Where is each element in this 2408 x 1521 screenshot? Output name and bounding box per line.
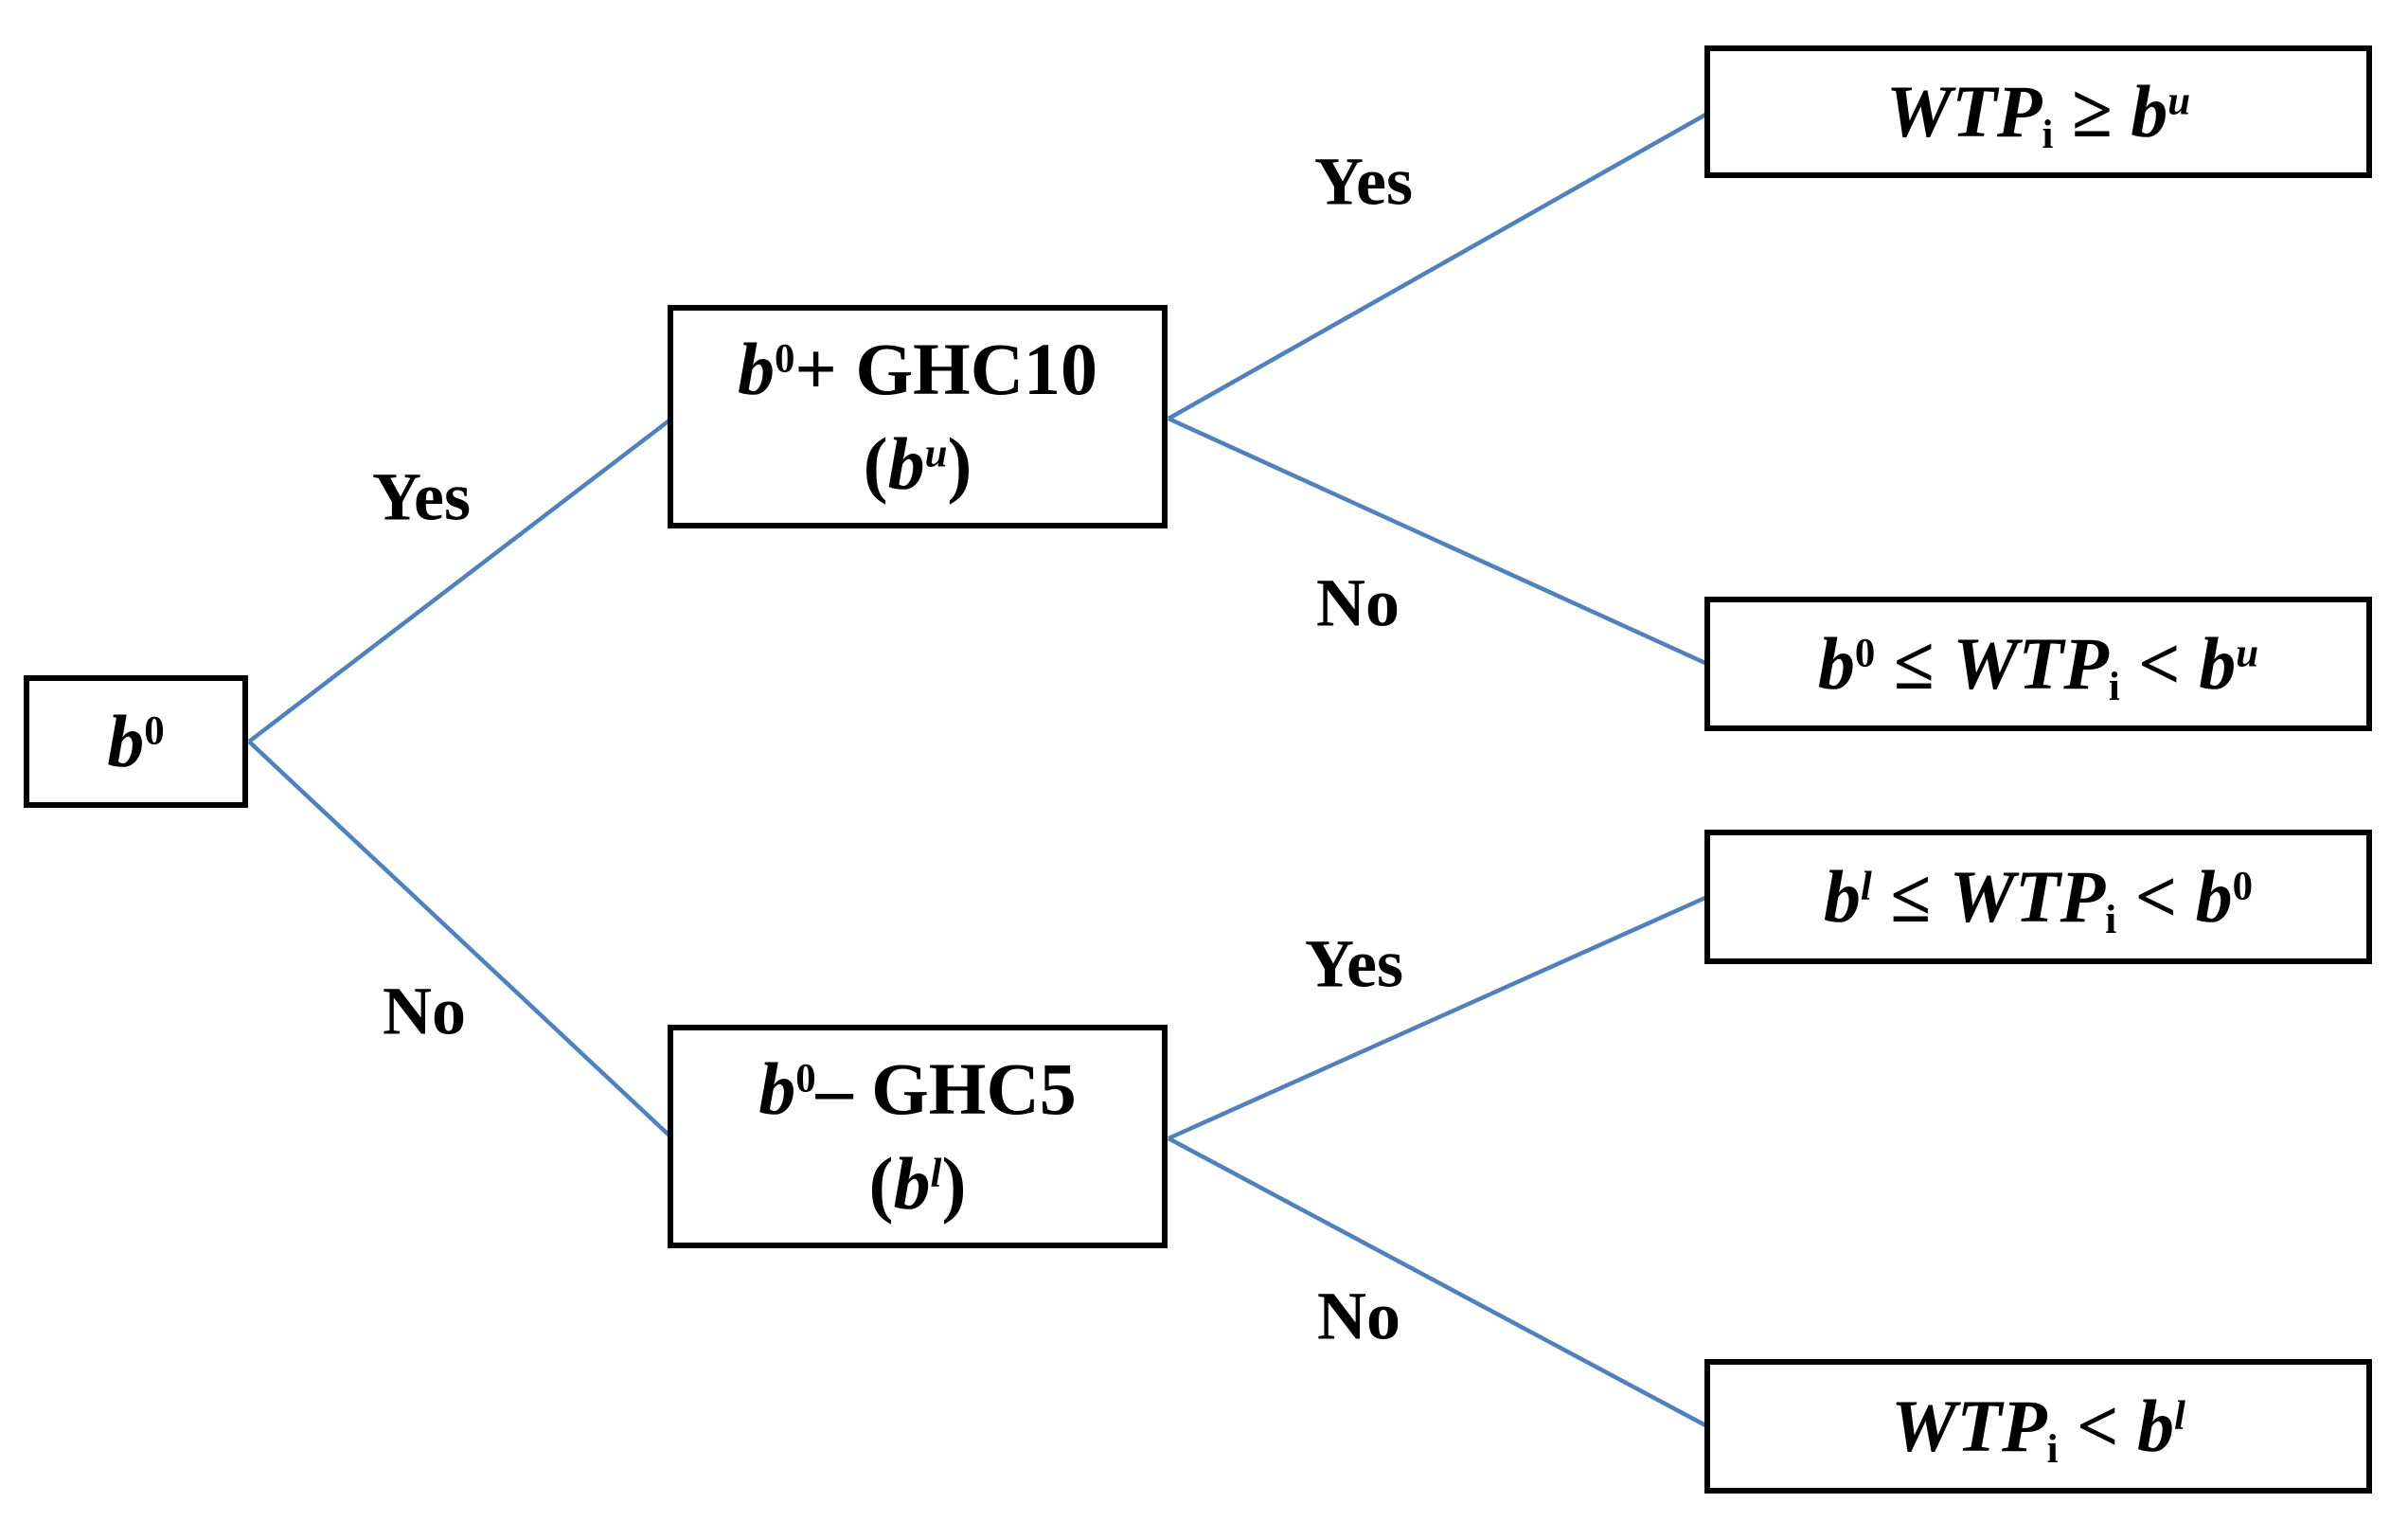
- edge-upper-no: [1168, 416, 1708, 667]
- node-initial-bid-label: b0: [107, 700, 165, 783]
- edge-label-lower-no: No: [1317, 1278, 1400, 1354]
- node-outcome-b0-le-wtp-lt-bu: b0 ≤ WTPi < bu: [1704, 597, 2372, 731]
- node-outcome-b0-le-wtp-lt-bu-label: b0 ≤ WTPi < bu: [1817, 622, 2259, 710]
- node-outcome-wtp-lt-bl-label: WTPi < bl: [1891, 1385, 2185, 1473]
- edge-upper-yes: [1167, 112, 1709, 421]
- edge-lower-yes: [1168, 894, 1708, 1141]
- node-outcome-wtp-lt-bl: WTPi < bl: [1704, 1359, 2372, 1494]
- node-outcome-bl-le-wtp-lt-b0: bl ≤ WTPi < b0: [1704, 830, 2372, 964]
- node-upper-bid-line1: b0+ GHC10: [737, 328, 1098, 411]
- node-upper-bid: b0+ GHC10 (bu): [668, 305, 1168, 528]
- edge-label-lower-yes: Yes: [1305, 925, 1403, 1002]
- edge-label-root-yes: Yes: [372, 458, 471, 535]
- node-lower-bid: b0– GHC5 (bl): [668, 1025, 1168, 1248]
- edge-label-upper-no: No: [1316, 564, 1400, 641]
- edge-label-root-no: No: [383, 973, 466, 1049]
- node-outcome-wtp-ge-bu-label: WTPi ≥ bu: [1885, 70, 2191, 158]
- edge-label-upper-yes: Yes: [1314, 143, 1413, 220]
- node-upper-bid-line2: (bu): [863, 422, 972, 505]
- node-outcome-wtp-ge-bu: WTPi ≥ bu: [1704, 45, 2372, 178]
- node-lower-bid-line2: (bl): [868, 1142, 967, 1225]
- node-initial-bid: b0: [24, 675, 248, 808]
- node-lower-bid-line1: b0– GHC5: [758, 1047, 1077, 1131]
- edge-root-no: [247, 740, 672, 1138]
- edge-lower-no: [1167, 1136, 1709, 1428]
- edge-root-yes: [247, 418, 672, 743]
- node-outcome-bl-le-wtp-lt-b0-label: bl ≤ WTPi < b0: [1823, 855, 2254, 943]
